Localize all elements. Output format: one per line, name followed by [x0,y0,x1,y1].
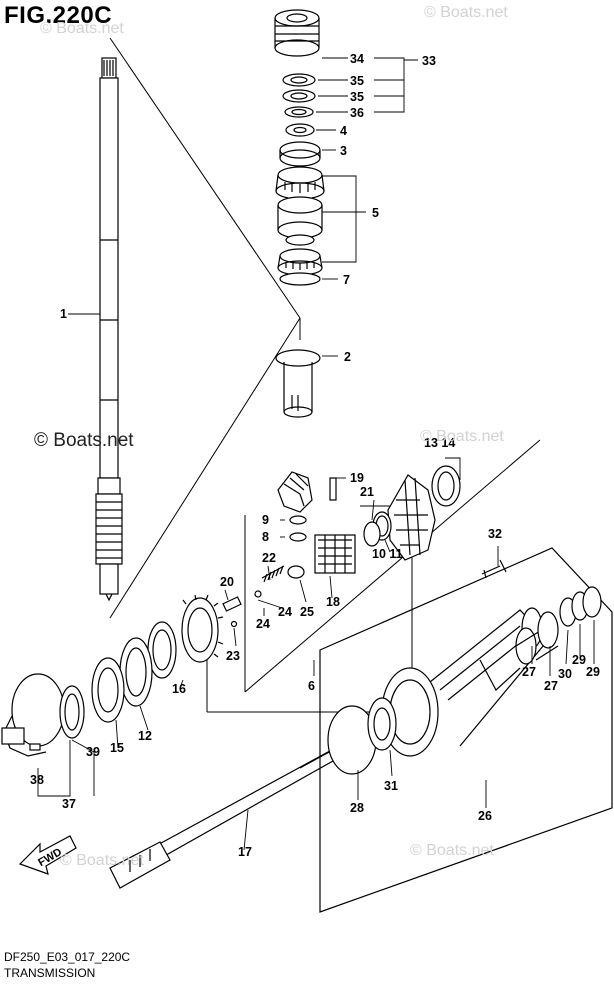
washer-15 [91,657,125,723]
callout-4: 4 [340,124,347,138]
watermark-main: © Boats.net [34,430,134,451]
clutch-dog [314,534,356,574]
callout-29a: 29 [572,653,586,667]
callout-17: 17 [238,845,252,859]
propeller-shaft [109,739,357,889]
callout-7: 7 [343,273,350,287]
callout-20: 20 [220,575,234,589]
callout-2: 2 [344,350,351,364]
callout-1: 1 [60,307,67,321]
sleeve-part-2 [275,349,321,418]
watermark-bottom: © Boats.net [410,842,494,859]
callout-31: 31 [384,779,398,793]
callout-24a: 24 [256,617,270,631]
callout-8: 8 [262,530,269,544]
washer-9 [289,515,307,525]
callout-27a: 27 [522,665,536,679]
callout-36: 36 [350,106,364,120]
callout-37: 37 [62,797,76,811]
bolt-32 [481,559,507,579]
figure-name: TRANSMISSION [4,966,96,980]
box-26 [319,547,613,913]
pin-20 [222,596,242,612]
callout-labels: 1 2 3 4 5 6 7 8 9 10 11 12 13 14 15 16 1… [30,52,600,859]
callout-29b: 29 [586,665,600,679]
callout-38: 38 [30,773,44,787]
drive-shaft [95,57,123,602]
ring-25 [287,565,305,579]
callout-12: 12 [138,729,152,743]
watermark-mid: © Boats.net [420,428,504,445]
callout-34: 34 [350,52,364,66]
callout-19: 19 [350,471,364,485]
watermark-top: © Boats.net [424,4,508,21]
callout-23: 23 [226,649,240,663]
callout-25: 25 [300,605,314,619]
watermark-faint-1: © Boats.net [40,20,124,37]
callout-9: 9 [262,513,269,527]
callout-15: 15 [110,741,124,755]
leader-lines [37,57,595,851]
callout-3: 3 [340,144,347,158]
figure-code: DF250_E03_017_220C [4,950,131,964]
washer-8 [289,532,307,542]
forward-gear [147,594,224,679]
watermark-bottom-left: © Boats.net [60,852,144,869]
guide-lines [109,37,541,713]
callout-35b: 35 [350,90,364,104]
bearing-housing [1,673,85,757]
callout-30: 30 [558,667,572,681]
upper-stack [274,9,325,286]
callout-21: 21 [360,485,374,499]
callout-26: 26 [478,809,492,823]
callout-39: 39 [86,745,100,759]
callout-35a: 35 [350,74,364,88]
callout-24b: 24 [278,605,292,619]
callout-33: 33 [422,54,436,68]
callout-22: 22 [262,551,276,565]
callout-5: 5 [372,206,379,220]
pin-19 [329,477,337,501]
callout-28: 28 [350,801,364,815]
bearing-31 [367,697,397,751]
pinion-gear [277,471,313,513]
fwd-arrow [18,835,77,875]
callout-10-11: 10 11 [372,547,403,561]
callout-32: 32 [488,527,502,541]
gearcase-housing [381,607,549,757]
callout-16: 16 [172,682,186,696]
callout-18: 18 [326,595,340,609]
callout-27b: 27 [544,679,558,693]
bevel-gear [387,465,461,561]
callout-13-14: 13 14 [424,436,455,450]
figure-title: FIG.220C [4,2,113,29]
callout-6: 6 [308,679,315,693]
